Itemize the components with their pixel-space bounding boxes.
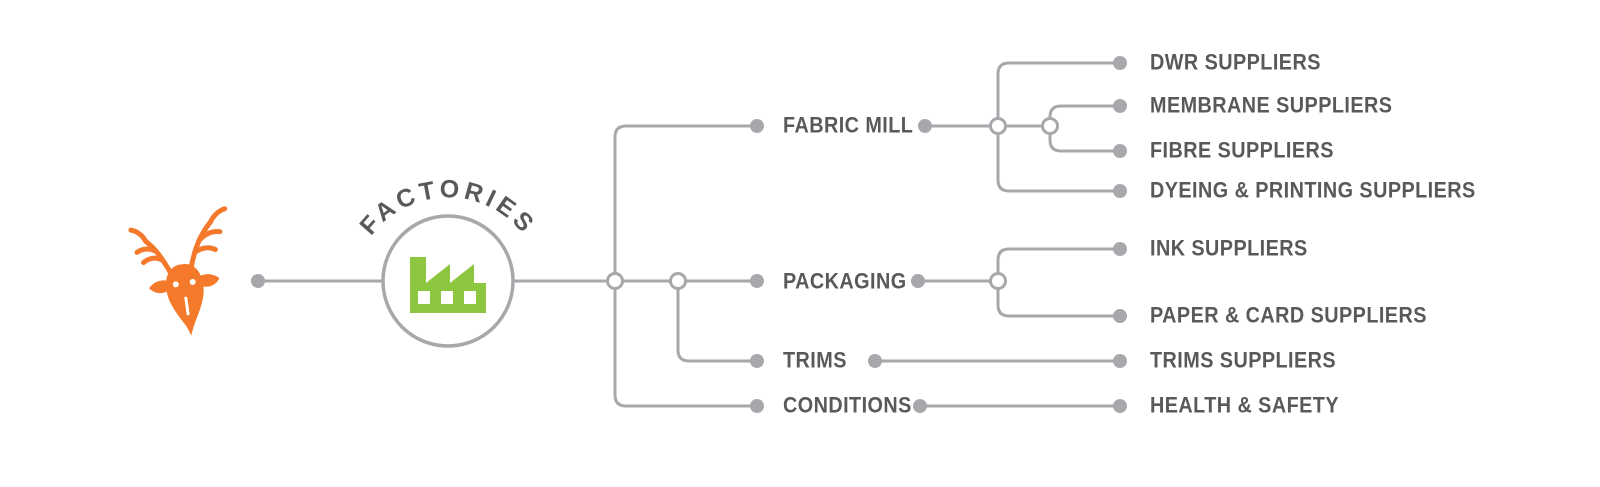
node-dot: [1113, 56, 1127, 70]
supplier-label-membrane: MEMBRANE SUPPLIERS: [1150, 92, 1393, 118]
junction-circle: [989, 117, 1007, 135]
line: [613, 124, 757, 281]
supplier-label-dyeing-printing: DYEING & PRINTING SUPPLIERS: [1150, 177, 1476, 203]
node-dot: [913, 399, 927, 413]
factory-icon: [410, 257, 486, 313]
supplier-label-paper-card: PAPER & CARD SUPPLIERS: [1150, 302, 1427, 328]
node-dot: [1113, 99, 1127, 113]
branch-label-packaging: PACKAGING: [783, 268, 907, 294]
line: [1048, 104, 1120, 126]
junction-circle: [989, 272, 1007, 290]
line: [676, 281, 757, 363]
node-dot: [918, 119, 932, 133]
node-dot: [1113, 144, 1127, 158]
supplier-label-ink: INK SUPPLIERS: [1150, 235, 1308, 261]
line: [996, 281, 1120, 318]
branch-label-conditions: CONDITIONS: [783, 392, 912, 418]
node-dot: [1113, 184, 1127, 198]
line: [996, 61, 1120, 126]
node-dot: [750, 399, 764, 413]
line: [996, 247, 1120, 281]
supplier-label-health-safety: HEALTH & SAFETY: [1150, 392, 1339, 418]
node-dot: [868, 354, 882, 368]
line: [996, 126, 1120, 193]
supplier-label-trims: TRIMS SUPPLIERS: [1150, 347, 1337, 373]
connector-lines: [258, 61, 1120, 408]
branch-label-trims: TRIMS: [783, 347, 847, 373]
junction-circles: [606, 117, 1059, 290]
line: [1048, 126, 1120, 153]
branch-label-fabric-mill: FABRIC MILL: [783, 112, 914, 138]
node-dot: [1113, 354, 1127, 368]
node-dot: [251, 274, 265, 288]
node-dot: [750, 119, 764, 133]
junction-circle: [606, 272, 624, 290]
node-dots: [251, 56, 1127, 413]
node-dot: [1113, 309, 1127, 323]
line: [613, 281, 757, 408]
node-dot: [911, 274, 925, 288]
deer-logo: [128, 206, 228, 336]
junction-circle: [669, 272, 687, 290]
node-dot: [1113, 242, 1127, 256]
node-dot: [750, 274, 764, 288]
supplier-label-dwr: DWR SUPPLIERS: [1150, 49, 1321, 75]
node-dot: [1113, 399, 1127, 413]
supplier-label-fibre: FIBRE SUPPLIERS: [1150, 137, 1334, 163]
node-dot: [750, 354, 764, 368]
junction-circle: [1041, 117, 1059, 135]
